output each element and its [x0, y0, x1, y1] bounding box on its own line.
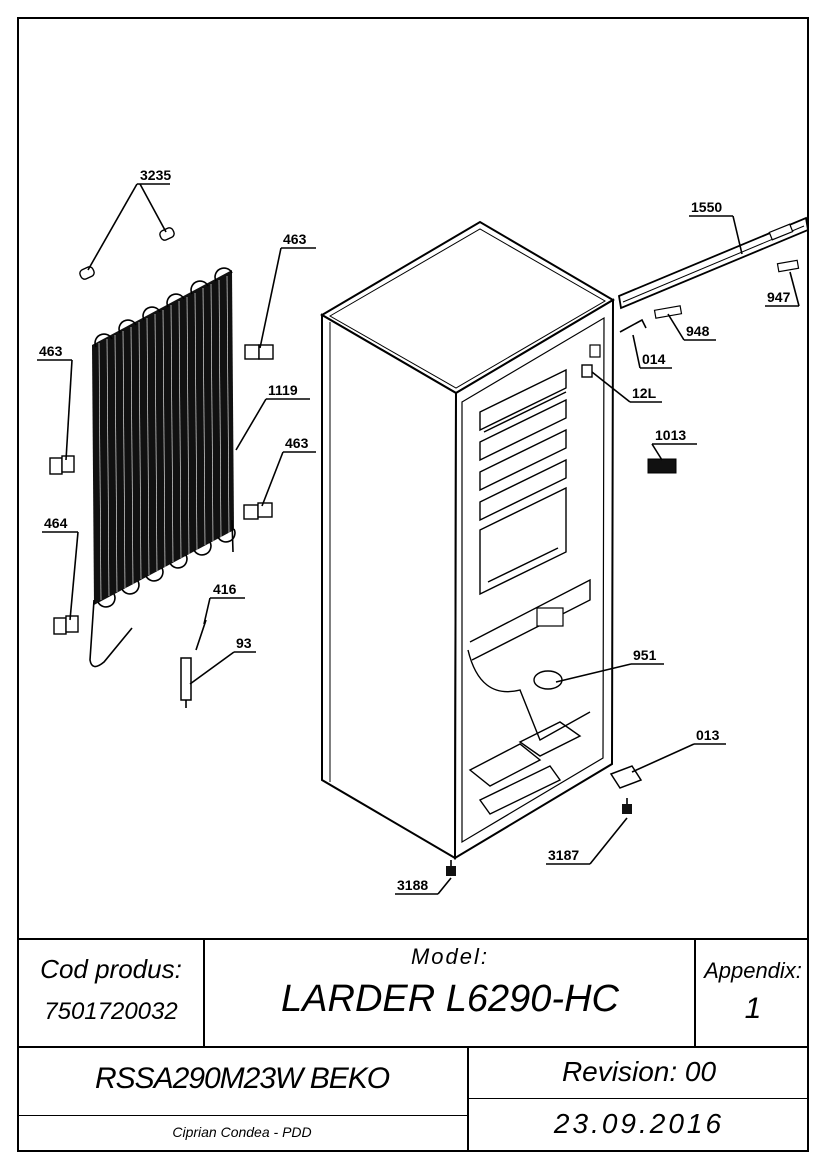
- callout-1013: 1013: [655, 427, 686, 443]
- callout-93: 93: [236, 635, 252, 651]
- callout-12L: 12L: [632, 385, 657, 401]
- callout-3235: 3235: [140, 167, 171, 183]
- callout-947: 947: [767, 289, 791, 305]
- appendix-number: 1: [744, 992, 762, 1025]
- callout-3188: 3188: [397, 877, 428, 893]
- product-code: 7501720032: [44, 998, 178, 1025]
- cabinet-part: [320, 220, 615, 860]
- part-1013-thermostat: [647, 458, 677, 474]
- callout-951: 951: [633, 647, 657, 663]
- callout-464: 464: [44, 515, 68, 531]
- exploded-parts-diagram: 3235 463 463 1119 463 464 416 93 1550 94…: [37, 167, 810, 895]
- model-label: Model:: [410, 944, 490, 969]
- condenser-part: [89, 267, 236, 668]
- callout-1550: 1550: [691, 199, 722, 215]
- appendix-label: Appendix:: [704, 958, 802, 983]
- callout-463-right: 463: [285, 435, 309, 451]
- callout-labels: 3235 463 463 1119 463 464 416 93 1550 94…: [39, 167, 791, 893]
- drawing-sheet: [17, 17, 809, 1152]
- product-name: RSSA290M23W BEKO: [94, 1062, 390, 1095]
- callout-013: 013: [696, 727, 720, 743]
- callout-463-top: 463: [283, 231, 307, 247]
- author: Ciprian Condea - PDD: [172, 1124, 312, 1140]
- callout-416: 416: [213, 581, 237, 597]
- adjustable-feet: [446, 798, 632, 876]
- date: 23.09.2016: [553, 1108, 725, 1139]
- leader-lines: [37, 183, 800, 895]
- title-block: Cod produs: 7501720032 Model: LARDER L62…: [17, 938, 809, 1152]
- callout-3187: 3187: [548, 847, 579, 863]
- part-416-93: [180, 619, 207, 708]
- revision: Revision: 00: [561, 1056, 717, 1087]
- callout-014: 014: [642, 351, 666, 367]
- part-1550-rail: [617, 216, 810, 333]
- bracket-parts: [49, 344, 274, 635]
- part-3235-caps: [79, 227, 175, 280]
- callout-948: 948: [686, 323, 710, 339]
- callout-1119: 1119: [268, 382, 298, 398]
- callout-463-left: 463: [39, 343, 63, 359]
- product-code-label: Cod produs:: [40, 954, 182, 984]
- model-name: LARDER L6290-HC: [281, 978, 619, 1020]
